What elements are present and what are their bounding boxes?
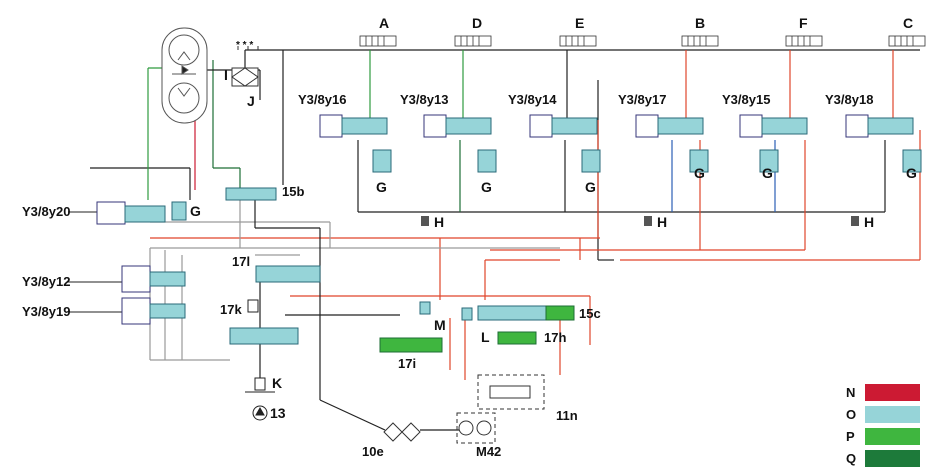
label-h-2: H xyxy=(657,214,667,230)
port-label-f: F xyxy=(799,15,808,31)
valve-15b xyxy=(225,187,277,201)
valve-y12 xyxy=(68,265,186,293)
label-g-5: G xyxy=(762,165,773,181)
port-label-e: E xyxy=(575,15,584,31)
label-g-1: G xyxy=(376,179,387,195)
label-m42: M42 xyxy=(476,444,501,459)
valve-label-y13: Y3/8y13 xyxy=(400,92,448,107)
legend: N O P Q xyxy=(846,384,920,467)
drain-h-symbols xyxy=(421,216,859,226)
label-11n: 11n xyxy=(556,408,578,423)
supply-lines xyxy=(90,49,921,431)
legend-key-n: N xyxy=(846,385,855,400)
valve-l xyxy=(461,307,473,321)
label-g-2: G xyxy=(481,179,492,195)
filter-k xyxy=(245,377,275,393)
legend-key-q: Q xyxy=(846,451,856,466)
filter-10e xyxy=(383,422,421,442)
pump-assembly-11n xyxy=(477,374,545,410)
valve-17k xyxy=(229,299,299,345)
label-17h: 17h xyxy=(544,330,566,345)
cooler-j xyxy=(231,46,259,87)
legend-swatch-n xyxy=(865,384,920,401)
label-m: M xyxy=(434,317,446,333)
label-k: K xyxy=(272,375,282,391)
label-j: J xyxy=(247,93,255,109)
legend-key-o: O xyxy=(846,407,856,422)
svg-text:* * *: * * * xyxy=(236,40,253,51)
label-15c: 15c xyxy=(579,306,601,321)
label-l: L xyxy=(481,329,490,345)
manual-port-symbols xyxy=(359,35,926,47)
valve-label-y19: Y3/8y19 xyxy=(22,304,70,319)
valve-y20 xyxy=(68,201,187,225)
label-13: 13 xyxy=(270,405,286,421)
label-g-3: G xyxy=(585,179,596,195)
label-h-3: H xyxy=(864,214,874,230)
valve-y13 xyxy=(423,114,497,173)
label-17k: 17k xyxy=(220,302,242,317)
valve-label-y12: Y3/8y12 xyxy=(22,274,70,289)
label-17i: 17i xyxy=(398,356,416,371)
valve-y19 xyxy=(68,297,186,325)
port-label-a: A xyxy=(379,15,389,31)
valve-label-y15: Y3/8y15 xyxy=(722,92,770,107)
valve-label-y16: Y3/8y16 xyxy=(298,92,346,107)
label-g-4: G xyxy=(694,165,705,181)
legend-swatch-q xyxy=(865,450,920,467)
label-15b: 15b xyxy=(282,184,304,199)
valve-y15 xyxy=(739,114,808,173)
label-17l: 17l xyxy=(232,254,250,269)
port-label-b: B xyxy=(695,15,705,31)
legend-swatch-p xyxy=(865,428,920,445)
valve-17l xyxy=(255,265,321,283)
valve-label-y18: Y3/8y18 xyxy=(825,92,873,107)
pump-13 xyxy=(252,405,268,421)
valve-y18 xyxy=(845,114,922,173)
valve-m xyxy=(419,301,431,315)
label-i: I xyxy=(224,67,228,83)
valve-label-y17: Y3/8y17 xyxy=(618,92,666,107)
legend-swatch-o xyxy=(865,406,920,423)
torque-converter xyxy=(161,27,208,124)
label-h-1: H xyxy=(434,214,444,230)
valve-y16 xyxy=(319,114,392,173)
port-label-c: C xyxy=(903,15,913,31)
label-g-7: G xyxy=(190,203,201,219)
label-g-6: G xyxy=(906,165,917,181)
valve-17h xyxy=(497,331,537,345)
valve-y17 xyxy=(635,114,709,173)
valve-label-y20: Y3/8y20 xyxy=(22,204,70,219)
port-label-d: D xyxy=(472,15,482,31)
valve-15c xyxy=(477,305,575,321)
valve-y14 xyxy=(529,114,601,173)
valve-label-y14: Y3/8y14 xyxy=(508,92,557,107)
label-10e: 10e xyxy=(362,444,384,459)
valve-17i xyxy=(379,337,443,353)
legend-key-p: P xyxy=(846,429,855,444)
motor-m42 xyxy=(456,412,496,444)
